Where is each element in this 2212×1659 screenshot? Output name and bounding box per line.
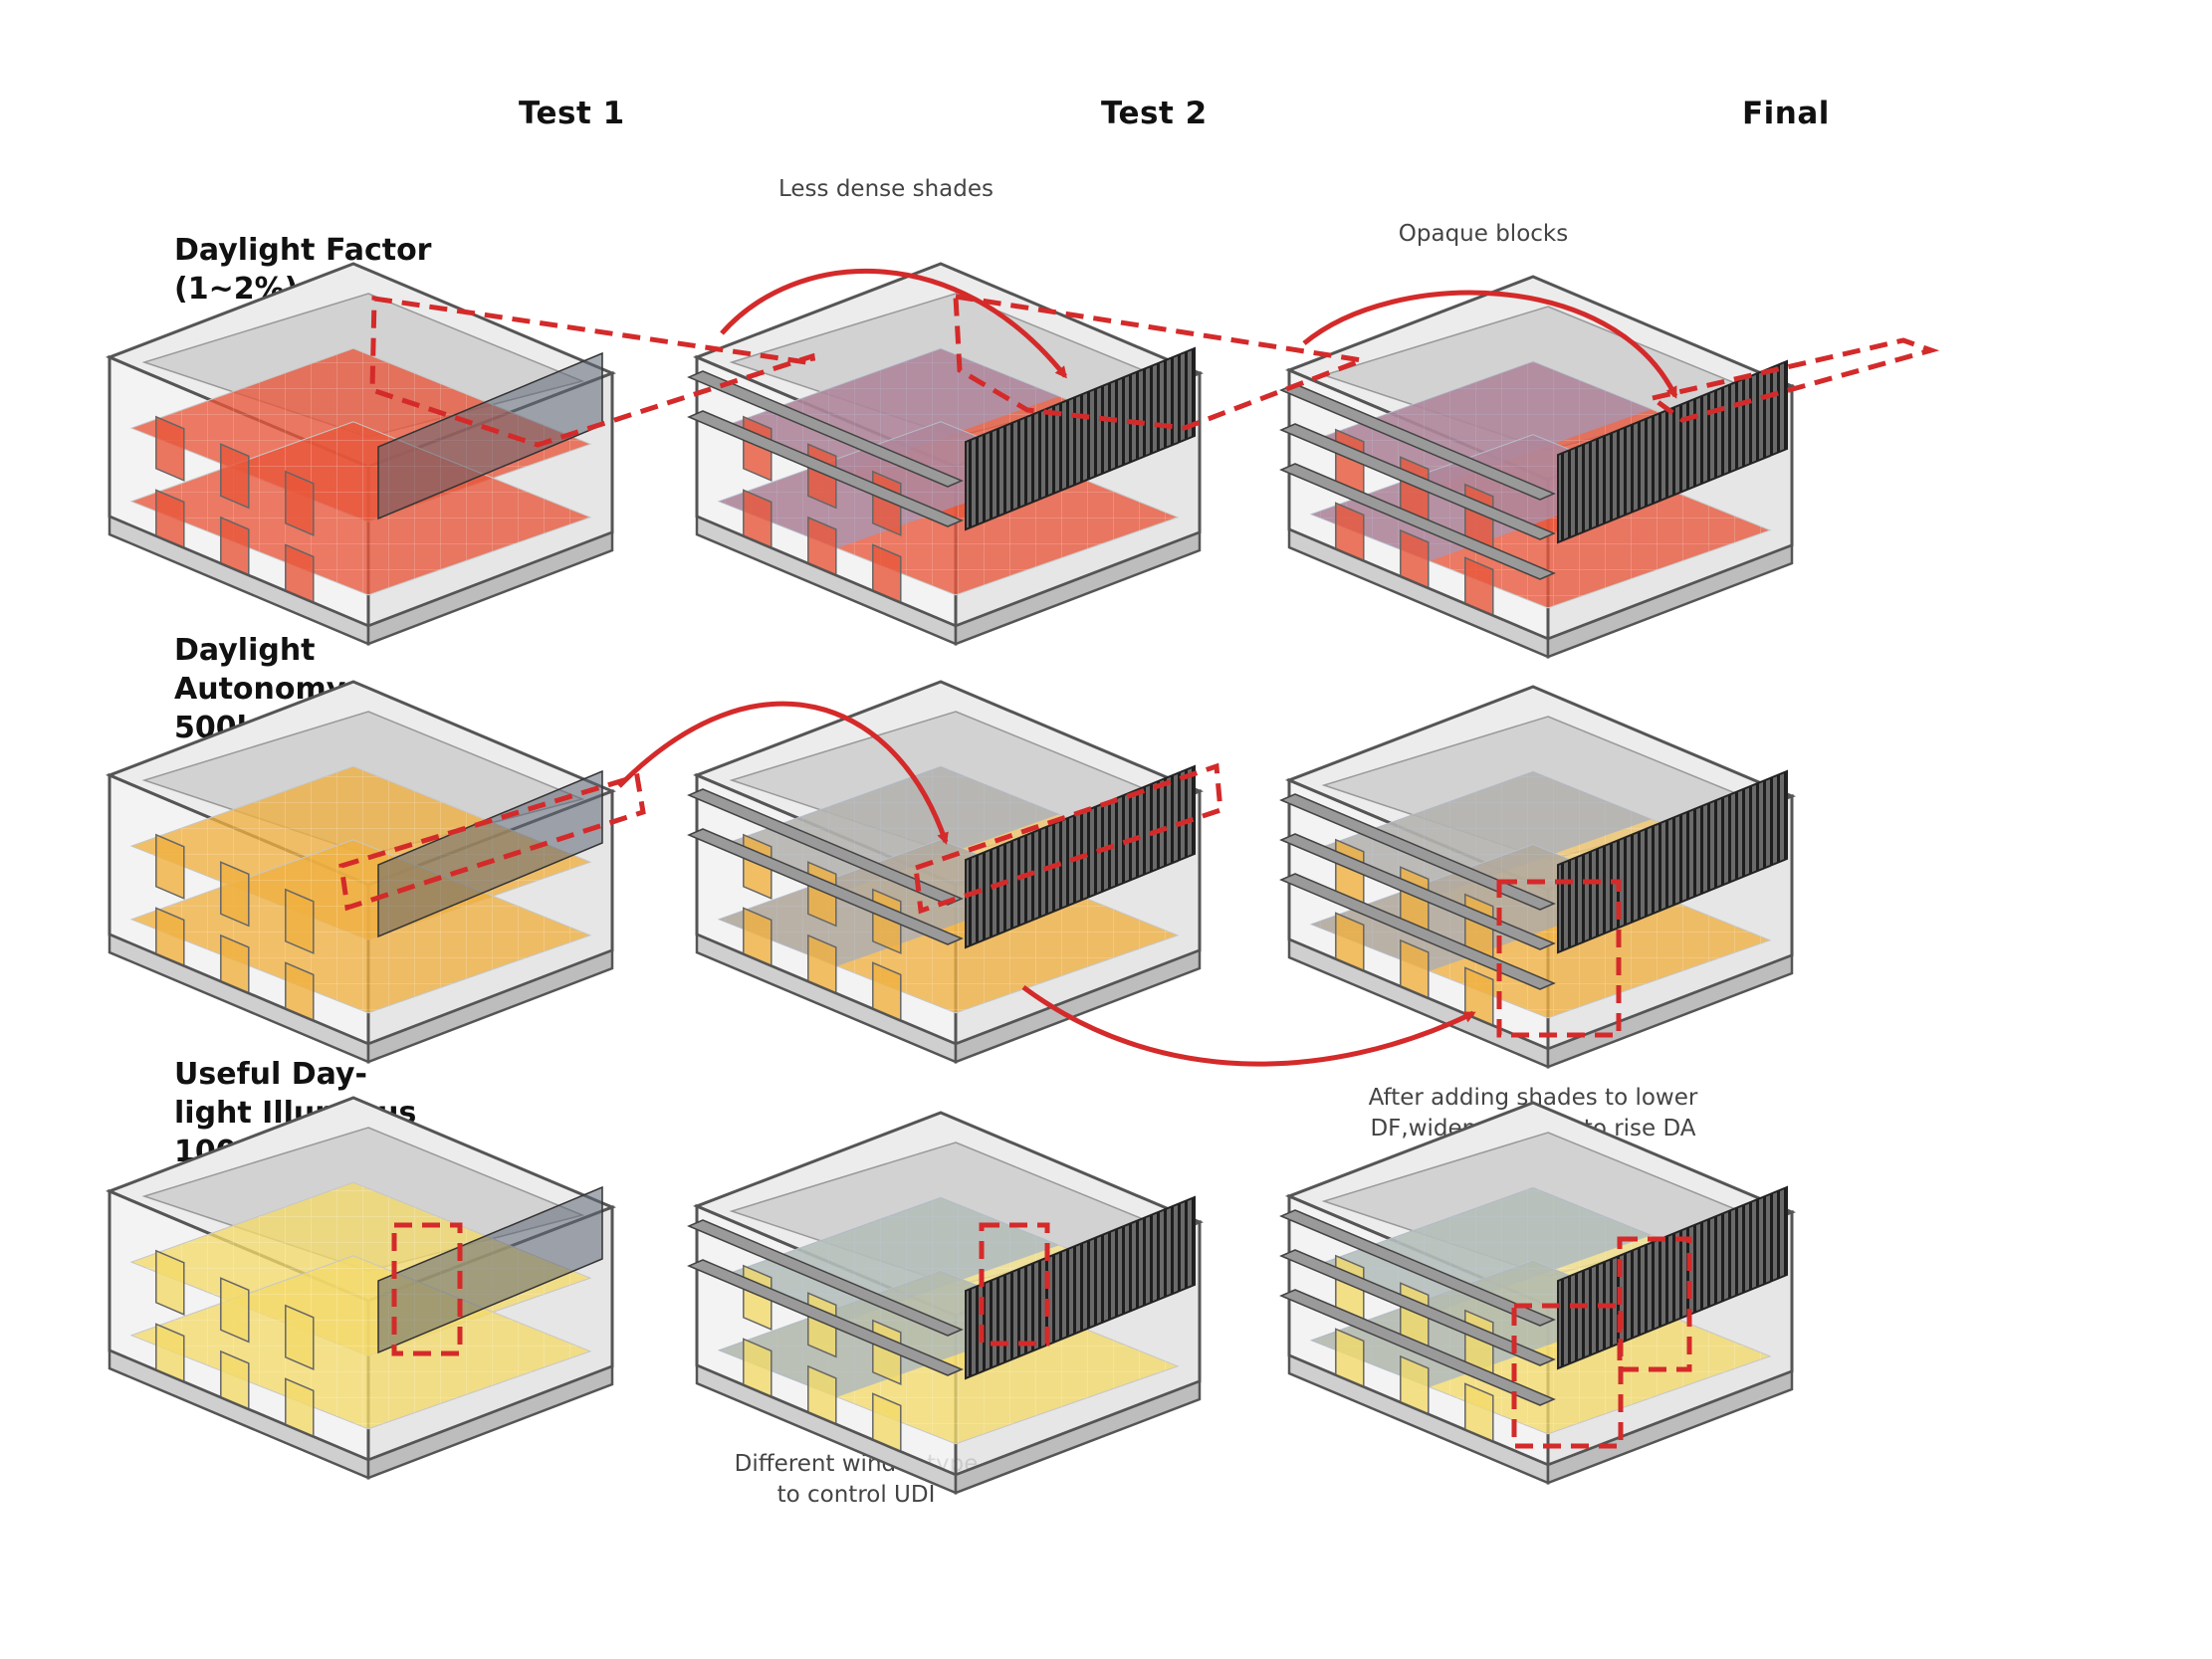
highlight-shade-final-df bbox=[1647, 337, 1940, 423]
base-slab-right bbox=[954, 948, 1202, 1064]
base-slab-right bbox=[954, 530, 1202, 646]
building-model-3 bbox=[1279, 275, 1797, 659]
annotation-opaque-blocks: Opaque blocks bbox=[1398, 221, 1569, 247]
column-header-test-1: Test 1 bbox=[519, 96, 625, 131]
horizontal-shade bbox=[687, 410, 964, 527]
column-header-test-2: Test 2 bbox=[1101, 96, 1208, 131]
window bbox=[155, 415, 185, 482]
vertical-louvers bbox=[965, 346, 1196, 531]
building-model-8 bbox=[687, 1111, 1205, 1495]
building-model-7 bbox=[105, 1096, 617, 1480]
vertical-louvers bbox=[1557, 769, 1788, 954]
building-model-1 bbox=[105, 262, 617, 646]
base-slab-right bbox=[954, 1379, 1202, 1495]
window bbox=[155, 1249, 185, 1316]
horizontal-shade bbox=[1279, 1209, 1556, 1327]
highlight-roof-test2-df bbox=[953, 294, 1372, 431]
horizontal-shade bbox=[687, 788, 964, 906]
base-slab-right bbox=[1546, 543, 1794, 659]
building-model-2 bbox=[687, 262, 1205, 646]
window bbox=[220, 861, 250, 928]
base-slab-right bbox=[366, 530, 614, 646]
horizontal-shade bbox=[1279, 463, 1556, 580]
highlight-roof-test1-df bbox=[369, 296, 816, 448]
building-model-5 bbox=[687, 680, 1205, 1064]
building-model-9 bbox=[1279, 1101, 1797, 1485]
horizontal-shade bbox=[687, 1259, 964, 1376]
vertical-louvers bbox=[1557, 1185, 1788, 1370]
glazed-facade bbox=[377, 1185, 603, 1354]
low-illuminance-zone bbox=[1311, 771, 1652, 899]
vertical-louvers bbox=[965, 1195, 1196, 1380]
horizontal-shade bbox=[1279, 873, 1556, 990]
base-slab-right bbox=[1546, 1369, 1794, 1485]
window bbox=[155, 833, 185, 900]
window bbox=[220, 443, 250, 510]
highlight-wall-final-udi bbox=[1511, 1303, 1624, 1449]
horizontal-shade bbox=[1279, 1249, 1556, 1366]
highlight-window-test1-udi bbox=[391, 1222, 463, 1356]
building-model-4 bbox=[105, 680, 617, 1064]
low-illuminance-zone bbox=[1311, 1187, 1652, 1315]
horizontal-shade bbox=[687, 828, 964, 945]
horizontal-shade bbox=[687, 370, 964, 488]
low-illuminance-zone bbox=[719, 1197, 1059, 1325]
horizontal-shade bbox=[1279, 1289, 1556, 1406]
annotation-less-dense-shades: Less dense shades bbox=[778, 176, 994, 202]
window bbox=[285, 470, 315, 536]
horizontal-shade bbox=[1279, 833, 1556, 950]
row-header-daylight-factor: Daylight Factor (1~2%) bbox=[174, 233, 432, 307]
low-illuminance-zone bbox=[1311, 361, 1652, 489]
horizontal-shade bbox=[687, 1219, 964, 1337]
base-slab-right bbox=[1546, 953, 1794, 1069]
horizontal-shade bbox=[1279, 423, 1556, 540]
horizontal-shade bbox=[1279, 793, 1556, 911]
arrow-less-dense-shades bbox=[720, 268, 1067, 379]
base-slab-right bbox=[366, 948, 614, 1064]
low-illuminance-zone bbox=[719, 766, 1059, 894]
window bbox=[220, 1277, 250, 1344]
window bbox=[285, 1304, 315, 1370]
building-model-6 bbox=[1279, 685, 1797, 1069]
arrow-test1-to-test2-da bbox=[617, 701, 949, 845]
arrow-opaque-blocks bbox=[1302, 290, 1678, 399]
highlight-window-test2-udi bbox=[979, 1222, 1050, 1347]
window bbox=[285, 888, 315, 954]
base-slab-right bbox=[366, 1364, 614, 1480]
column-header-final: Final bbox=[1742, 96, 1830, 131]
vertical-louvers bbox=[1557, 359, 1788, 544]
arrow-test2-to-final-da bbox=[1021, 984, 1476, 1067]
highlight-shade-test2-da bbox=[913, 762, 1223, 915]
glazed-facade bbox=[377, 769, 603, 938]
highlight-shade-test1-da bbox=[338, 772, 646, 912]
